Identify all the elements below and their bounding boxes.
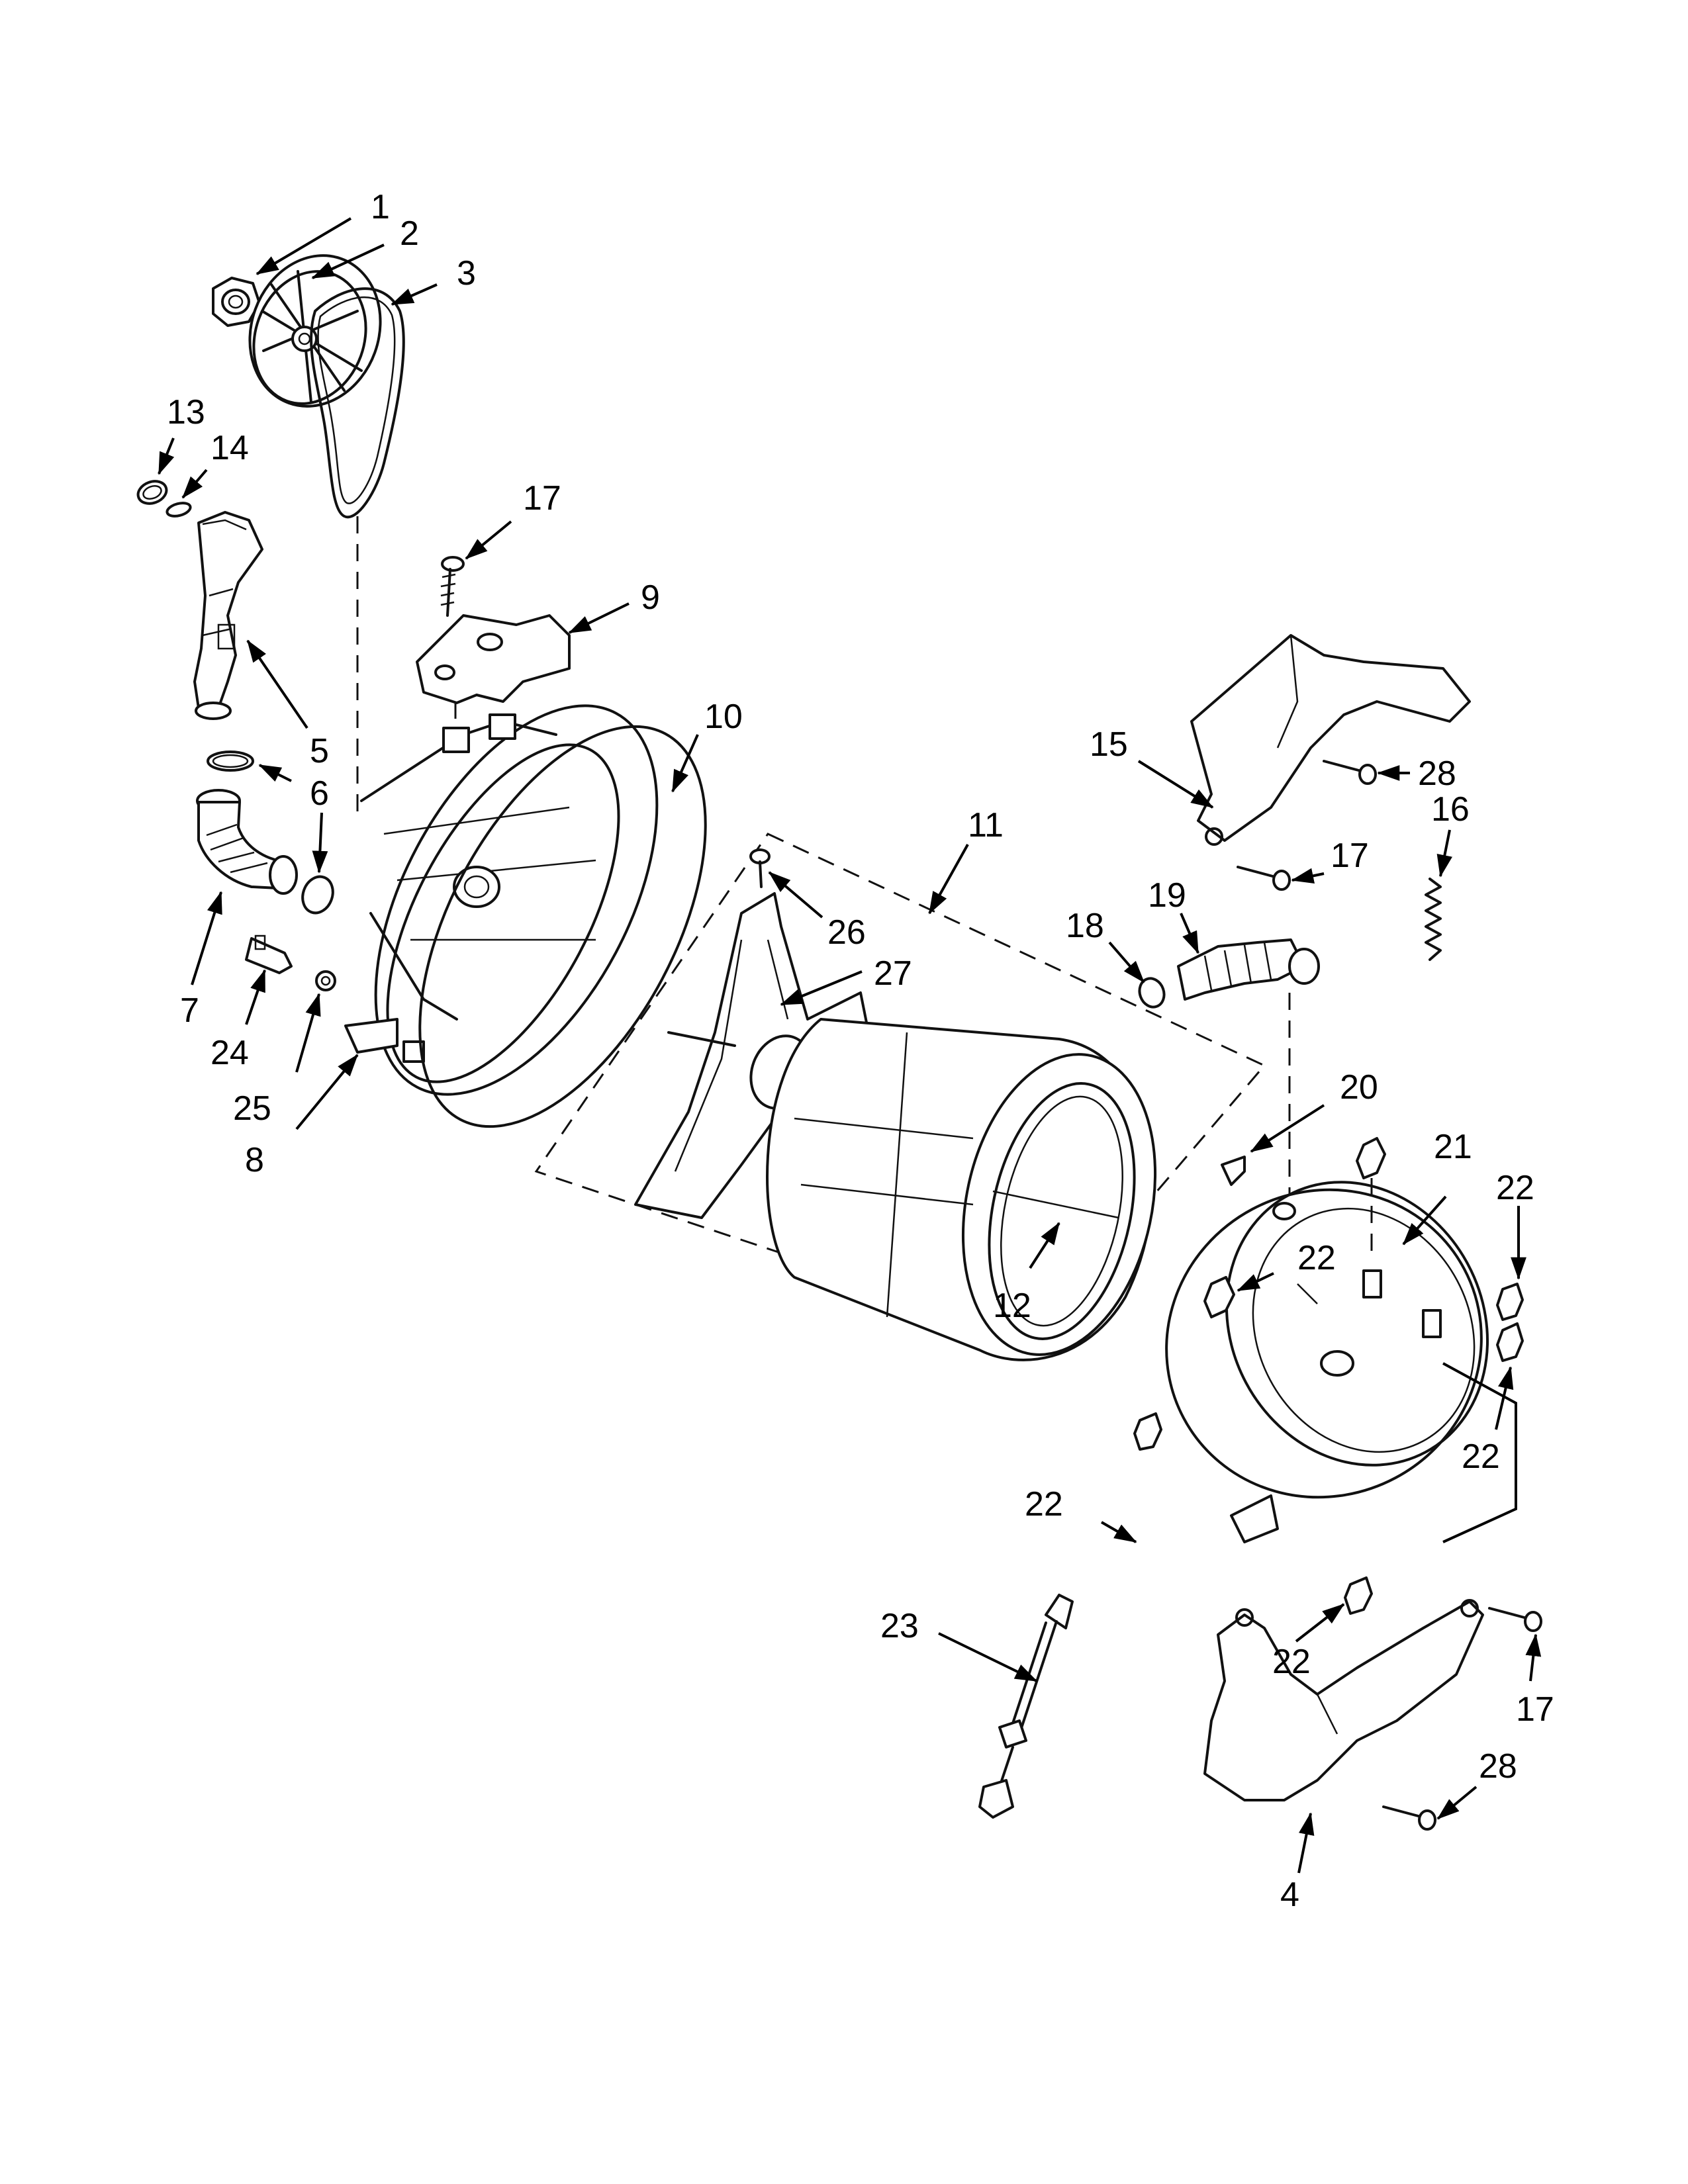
callout-14: 14 [211,429,249,467]
hose-clamp-18 [1138,977,1166,1009]
rear-tub-part [344,704,659,1096]
plug-part [315,970,336,991]
callout-15: 15 [1090,725,1128,764]
callout-24: 24 [211,1034,249,1072]
hose-clamp-part [136,480,168,505]
callout-22c: 22 [1462,1437,1500,1476]
bottom-cover-part [1203,1599,1484,1801]
callout-17: 17 [523,479,561,518]
callout-26: 26 [827,913,866,952]
callout-19: 19 [1148,876,1186,915]
clip-part [1221,1156,1246,1186]
bolt-part [440,556,465,617]
callout-2: 2 [400,214,419,253]
callout-labels: 1 2 3 13 14 17 9 5 6 10 7 24 25 8 11 26 … [167,188,1554,1914]
callout-21: 21 [1434,1128,1472,1166]
o-ring-part [165,502,192,518]
callout-28b: 28 [1479,1747,1517,1786]
callout-12: 12 [993,1287,1031,1325]
callout-22d: 22 [1025,1485,1063,1524]
spring-part [1425,878,1442,961]
pump-hose-part [196,789,298,895]
bolt-part-28-bottom [1382,1805,1436,1831]
front-tub-part [1165,1181,1489,1543]
clip-nut-22-left [1133,1412,1162,1451]
callout-17b: 17 [1331,837,1369,875]
callout-7: 7 [180,991,199,1030]
shock-absorber-part [978,1594,1074,1819]
callout-27: 27 [874,954,912,993]
pulley-part [248,254,382,408]
bolt-part-28-top [1323,760,1377,785]
bolt-part-17-bottom [1488,1607,1542,1632]
bolt-part-17-mid [1237,866,1291,891]
leader-lines [158,217,1542,1874]
callout-8: 8 [245,1141,264,1179]
clip-nut-22-top [1356,1137,1386,1257]
callout-6: 6 [310,774,329,813]
callout-28: 28 [1418,754,1456,793]
clamp-part [207,751,334,915]
bellow-hose-part [193,511,263,720]
vent-hose-part [1177,938,1320,1198]
clip-nut-22-mid [1203,1276,1235,1318]
cover-part [1190,634,1471,846]
callout-5: 5 [310,732,329,770]
callout-9: 9 [641,578,660,617]
callout-17c: 17 [1516,1690,1554,1729]
callout-18: 18 [1066,907,1104,945]
tub-seal-ring-part [418,725,707,1128]
callout-23: 23 [880,1607,919,1645]
screw-part [749,848,771,888]
callout-10: 10 [704,698,743,736]
sensor-part [245,934,293,974]
callout-20: 20 [1340,1068,1378,1107]
callout-16: 16 [1431,790,1470,829]
callout-11: 11 [968,806,1004,844]
wash-basket-part [766,1018,1157,1361]
clip-nut-22-bottom [1344,1576,1373,1615]
callout-3: 3 [457,254,476,293]
callout-22e: 22 [1272,1643,1311,1681]
callout-1: 1 [371,188,390,226]
bracket-part [416,614,571,741]
callout-22a: 22 [1496,1169,1534,1207]
callout-13: 13 [167,393,205,432]
callout-25: 25 [233,1089,271,1128]
callout-22b: 22 [1297,1239,1336,1277]
clip-nut-22-right [1442,1283,1524,1543]
callout-4: 4 [1280,1876,1299,1914]
